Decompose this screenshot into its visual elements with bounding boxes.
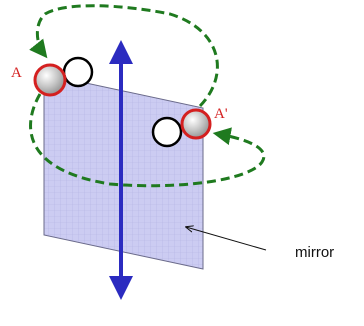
ball-a [33, 63, 67, 97]
label-a: A [11, 65, 22, 81]
bottom-dashed-path-arrow [29, 93, 266, 188]
mirror-plane [43, 73, 204, 270]
ball-a-prime [180, 108, 212, 140]
outline-ball-near-a [62, 56, 94, 88]
label-mirror: mirror [295, 244, 334, 261]
mirror-pointer-arrow [186, 227, 267, 251]
top-dashed-path-arrow [29, 4, 219, 108]
outline-ball-near-a-prime [151, 116, 183, 148]
label-a-prime: A' [214, 106, 228, 122]
